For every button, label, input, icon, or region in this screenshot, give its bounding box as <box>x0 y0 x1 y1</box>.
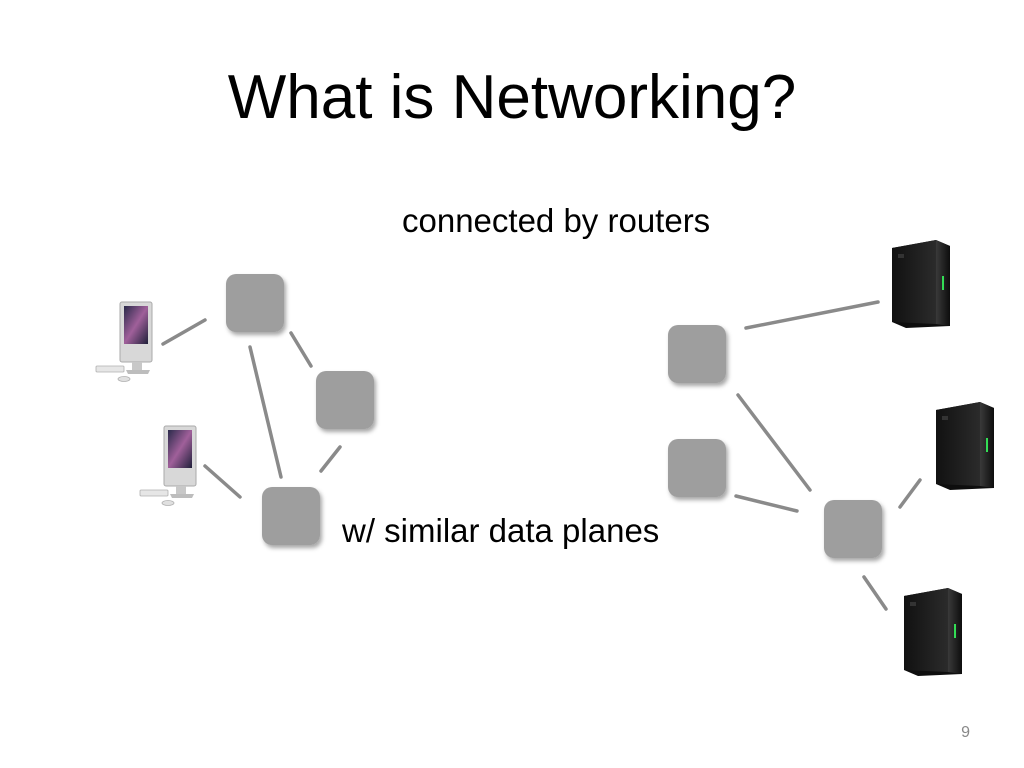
label-connected-by-routers: connected by routers <box>402 202 711 239</box>
router-f <box>824 500 882 558</box>
label-similar-data-planes: w/ similar data planes <box>342 512 660 549</box>
router-e <box>668 439 726 497</box>
desktop-computer-icon <box>139 425 197 506</box>
server-tower-icon <box>936 402 994 490</box>
links <box>161 300 922 611</box>
link-router-e-router-f <box>734 494 799 513</box>
router-d <box>668 325 726 383</box>
router-c <box>262 487 320 545</box>
link-router-f-server3 <box>862 575 888 611</box>
router-a <box>226 274 284 332</box>
link-router-a-router-c <box>248 345 283 479</box>
link-host1-router-a <box>161 318 207 346</box>
desktop-computer-icon <box>95 301 153 382</box>
server-tower-icon <box>904 588 962 676</box>
routers <box>226 274 882 558</box>
router-b <box>316 371 374 429</box>
link-router-b-router-c <box>319 445 342 473</box>
page-number: 9 <box>961 724 970 741</box>
link-router-f-server2 <box>898 478 922 509</box>
link-router-a-router-b <box>289 331 313 368</box>
server-tower-icon <box>892 240 950 328</box>
link-host2-router-c <box>203 464 242 499</box>
link-router-d-router-f <box>736 393 812 492</box>
link-router-d-server1 <box>744 300 880 330</box>
slide-title: What is Networking? <box>227 63 797 132</box>
